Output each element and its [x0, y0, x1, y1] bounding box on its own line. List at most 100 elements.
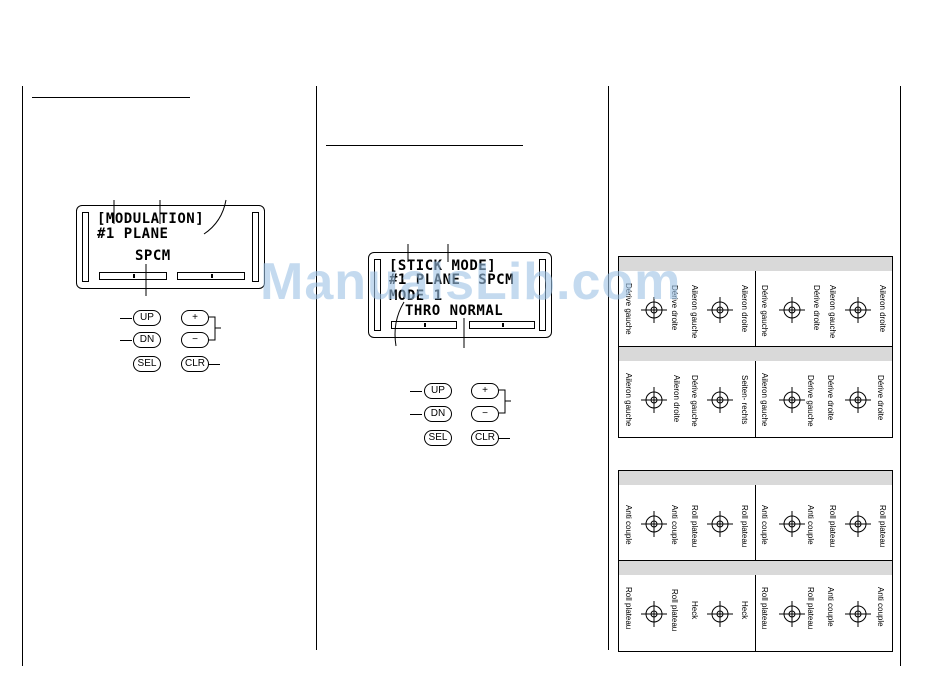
- lcd-left-trim: [374, 259, 381, 331]
- stick-label: Anti couple: [806, 505, 815, 545]
- lcd-trim-left: [391, 321, 457, 329]
- lcd-left-trim: [82, 212, 89, 282]
- cell-header: [619, 347, 755, 361]
- crosshair-icon: [779, 511, 805, 537]
- cell-header: [619, 561, 755, 575]
- stick-label: Dérive droite: [812, 285, 821, 331]
- lcd-trim-right: [469, 321, 535, 329]
- minus-key[interactable]: −: [181, 332, 209, 348]
- airplane-mode-grid: Dérive gauche Dérive droite Aileron gauc…: [618, 256, 893, 438]
- crosshair-icon: [707, 601, 733, 627]
- stick-label: Aileron droite: [740, 285, 749, 333]
- lcd-line-3: MODE 1: [389, 288, 443, 304]
- cell-header: [755, 561, 892, 575]
- lcd-right-trim: [539, 259, 546, 331]
- mode-cell-2: Dérive gauche Dérive droite Aileron gauc…: [755, 257, 892, 347]
- stick-label: Roll plateau: [740, 505, 749, 548]
- stick-label: Roll plateau: [760, 587, 769, 630]
- key-leader: [410, 414, 422, 415]
- lcd-callout-lines-middle: [394, 244, 465, 348]
- mode-cell-3: Aileron gauche Aileron droite Dérive gau…: [619, 347, 756, 437]
- stick-label: Anti couple: [624, 505, 633, 545]
- crosshair-icon: [641, 297, 667, 323]
- key-leader: [498, 438, 510, 439]
- crosshair-icon: [779, 601, 805, 627]
- stick-mode-lcd: [STICK MODE] #1 PLANE SPCM MODE 1 THRO N…: [368, 252, 552, 338]
- up-key[interactable]: UP: [133, 310, 161, 326]
- lcd-callout-lines-left: [113, 199, 227, 296]
- bracket-left-keys: [209, 316, 221, 341]
- lcd-trim-left: [99, 272, 167, 280]
- bracket-middle-keys: [499, 389, 511, 414]
- stick-label: Dérive gauche: [690, 375, 699, 427]
- minus-key[interactable]: −: [471, 406, 499, 422]
- cell-header: [619, 471, 755, 485]
- clr-key[interactable]: CLR: [471, 430, 499, 446]
- key-leader: [120, 340, 132, 341]
- cell-header: [755, 347, 892, 361]
- stick-label: Anti couple: [670, 505, 679, 545]
- stick-label: Aileron gauche: [624, 373, 633, 427]
- lcd-line-3: SPCM: [135, 248, 171, 264]
- mode-cell-1: Anti couple Anti couple Roll plateau Rol…: [619, 471, 756, 561]
- heli-mode-grid: Anti couple Anti couple Roll plateau Rol…: [618, 470, 893, 652]
- crosshair-icon: [845, 297, 871, 323]
- dn-key[interactable]: DN: [424, 406, 452, 422]
- mode-cell-1: Dérive gauche Dérive droite Aileron gauc…: [619, 257, 756, 347]
- section-rule-left: [32, 97, 190, 98]
- watermark-text: ManualsLib.com: [260, 253, 682, 311]
- column-divider-1: [316, 86, 317, 650]
- lcd-line-1: [MODULATION]: [97, 211, 205, 227]
- lcd-line-2: #1 PLANE SPCM: [389, 272, 515, 288]
- key-leader: [410, 391, 422, 392]
- modulation-lcd: [MODULATION] #1 PLANE SPCM: [76, 205, 265, 289]
- crosshair-icon: [845, 387, 871, 413]
- lcd-line-1: [STICK MODE]: [389, 258, 497, 274]
- crosshair-icon: [845, 601, 871, 627]
- stick-label: Anti couple: [876, 587, 885, 627]
- stick-label: Dérive droite: [826, 375, 835, 421]
- stick-label: Aileron droite: [878, 285, 887, 333]
- up-key[interactable]: UP: [424, 383, 452, 399]
- column-divider-2: [608, 86, 609, 650]
- plus-key[interactable]: +: [471, 383, 499, 399]
- stick-label: Roll plateau: [624, 587, 633, 630]
- stick-label: Heck: [740, 601, 749, 620]
- sel-key[interactable]: SEL: [424, 430, 452, 446]
- section-rule-middle: [326, 145, 523, 146]
- stick-label: Aileron gauche: [690, 285, 699, 339]
- stick-label: Roll plateau: [878, 505, 887, 548]
- stick-label: Aileron gauche: [760, 373, 769, 427]
- lcd-trim-right: [177, 272, 245, 280]
- stick-label: Dérive droite: [876, 375, 885, 421]
- stick-label: Dérive gauche: [806, 375, 815, 427]
- cell-header: [619, 257, 755, 271]
- lcd-line-2: #1 PLANE: [97, 226, 169, 242]
- sel-key[interactable]: SEL: [133, 356, 161, 372]
- lcd-right-trim: [252, 212, 259, 282]
- crosshair-icon: [641, 387, 667, 413]
- crosshair-icon: [707, 511, 733, 537]
- column-divider-right: [900, 86, 901, 666]
- key-leader: [120, 318, 132, 319]
- column-divider-left: [22, 86, 23, 666]
- stick-label: Roll plateau: [806, 587, 815, 630]
- crosshair-icon: [779, 387, 805, 413]
- stick-label: Aileron gauche: [828, 285, 837, 339]
- stick-label: Dérive gauche: [760, 285, 769, 337]
- crosshair-icon: [641, 511, 667, 537]
- mode-cell-4: Roll plateau Roll plateau Anti couple An…: [755, 561, 892, 651]
- crosshair-icon: [641, 601, 667, 627]
- dn-key[interactable]: DN: [133, 332, 161, 348]
- lcd-line-4: THRO NORMAL: [405, 303, 504, 319]
- stick-label: Seiten- rechts: [740, 375, 749, 425]
- crosshair-icon: [707, 297, 733, 323]
- crosshair-icon: [779, 297, 805, 323]
- stick-label: Heck: [690, 601, 699, 620]
- cell-header: [755, 257, 892, 271]
- mode-cell-4: Aileron gauche Dérive gauche Dérive droi…: [755, 347, 892, 437]
- plus-key[interactable]: +: [181, 310, 209, 326]
- stick-label: Anti couple: [826, 587, 835, 627]
- stick-label: Anti couple: [760, 505, 769, 545]
- clr-key[interactable]: CLR: [181, 356, 209, 372]
